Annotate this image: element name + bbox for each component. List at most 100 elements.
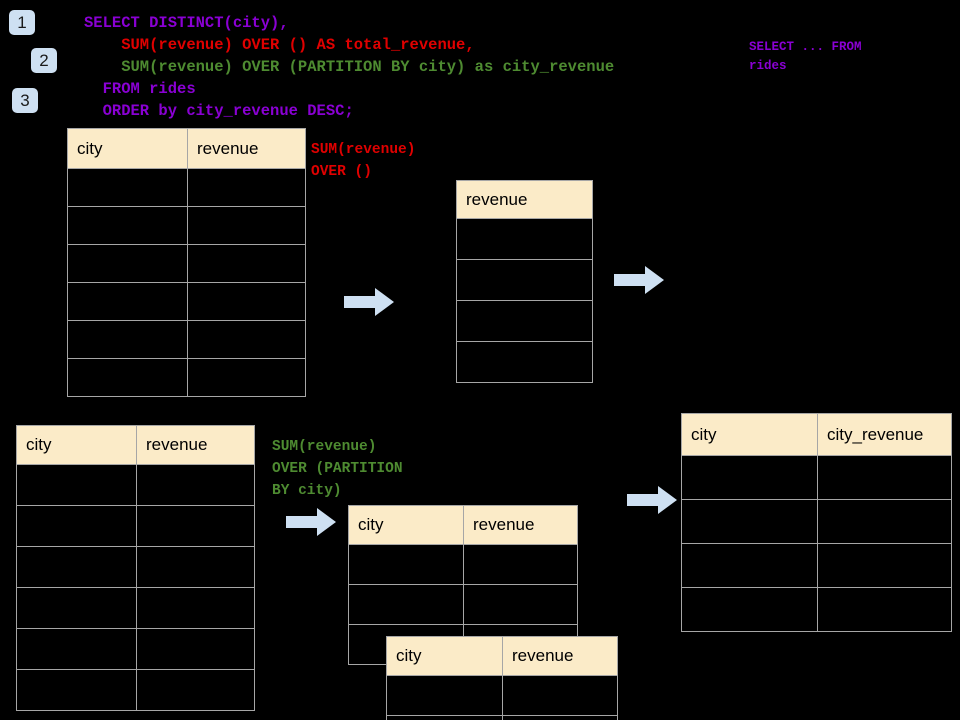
cell-revenue [456,218,593,260]
table-header-row: city revenue [67,128,306,169]
column-header-city: city [67,128,188,169]
cell-revenue [456,341,593,383]
column-header-city: city [386,636,503,676]
cell-city [16,587,137,629]
cell-revenue [187,168,306,207]
cell-city [67,320,188,359]
table-row [67,168,306,207]
side-note-line-1: SELECT ... FROM [749,40,862,54]
query-line-from: FROM rides [84,80,196,98]
cell-revenue [187,320,306,359]
cell-city [386,675,503,716]
query-line-order-by: ORDER by city_revenue DESC; [84,102,354,120]
table-row [681,543,952,588]
cell-revenue [136,628,255,670]
table-row [456,341,593,383]
cell-city [67,206,188,245]
cell-city [681,455,818,500]
table-row [386,715,618,720]
table-row [16,628,255,670]
cell-city [16,546,137,588]
table-header-row: city revenue [348,505,578,545]
table-row [386,675,618,716]
cell-city-revenue [817,455,952,500]
table-row [67,206,306,245]
table-header-row: city revenue [386,636,618,676]
column-header-revenue: revenue [502,636,618,676]
cell-city [67,358,188,397]
cell-revenue [187,244,306,283]
cell-revenue [463,584,578,625]
cell-revenue [136,587,255,629]
cell-city [681,543,818,588]
cell-city [16,505,137,547]
step-badge-2: 2 [31,48,57,73]
cell-revenue [463,544,578,585]
table-header-row: city revenue [16,425,255,465]
cell-city [681,499,818,544]
cell-revenue [456,300,593,342]
column-header-city: city [16,425,137,465]
cell-revenue [187,282,306,321]
arrow-bottom-left [286,508,336,541]
table-row [681,587,952,632]
table-row [348,584,578,625]
column-header-revenue: revenue [456,180,593,219]
cell-revenue [187,358,306,397]
table-row [456,259,593,301]
cell-city-revenue [817,587,952,632]
cell-city-revenue [817,499,952,544]
table-row [16,587,255,629]
annotation-total-revenue-line-2: OVER () [311,164,372,180]
cell-city-revenue [817,543,952,588]
table-row [348,544,578,585]
table-row [16,669,255,711]
cell-revenue [136,464,255,506]
table-row [456,300,593,342]
arrow-bottom-right [627,486,677,519]
annotation-city-revenue-line-3: BY city) [272,483,342,499]
table-row [456,218,593,260]
cell-city [67,168,188,207]
cell-revenue [187,206,306,245]
total-revenue-table: revenue [456,180,593,383]
column-header-city-revenue: city_revenue [817,413,952,456]
column-header-revenue: revenue [187,128,306,169]
column-header-revenue: revenue [463,505,578,545]
cell-revenue [502,715,618,720]
table-row [16,546,255,588]
step-badge-1: 1 [9,10,35,35]
query-line-select: SELECT DISTINCT(city), [84,14,289,32]
table-row [67,244,306,283]
arrow-top-right [614,266,664,299]
cell-city [681,587,818,632]
rides-source-table-top: city revenue [67,128,306,397]
column-header-city: city [348,505,464,545]
cell-revenue [502,675,618,716]
rides-source-table-bottom: city revenue [16,425,255,711]
annotation-city-revenue-line-2: OVER (PARTITION [272,461,403,477]
cell-city [348,544,464,585]
cell-revenue [136,669,255,711]
query-line-total-revenue: SUM(revenue) OVER () AS total_revenue, [84,36,475,54]
table-row [67,282,306,321]
cell-revenue [136,546,255,588]
column-header-revenue: revenue [136,425,255,465]
side-note-line-2: rides [749,59,787,73]
cell-city [16,628,137,670]
table-row [16,464,255,506]
cell-city [16,464,137,506]
table-header-row: revenue [456,180,593,219]
query-line-city-revenue: SUM(revenue) OVER (PARTITION BY city) as… [84,58,615,76]
cell-revenue [136,505,255,547]
table-row [681,499,952,544]
cell-city [348,584,464,625]
step-badge-3: 3 [12,88,38,113]
cell-city [16,669,137,711]
cell-city [67,282,188,321]
table-row [681,455,952,500]
annotation-total-revenue-line-1: SUM(revenue) [311,142,416,158]
annotation-city-revenue-line-1: SUM(revenue) [272,439,377,455]
table-header-row: city city_revenue [681,413,952,456]
